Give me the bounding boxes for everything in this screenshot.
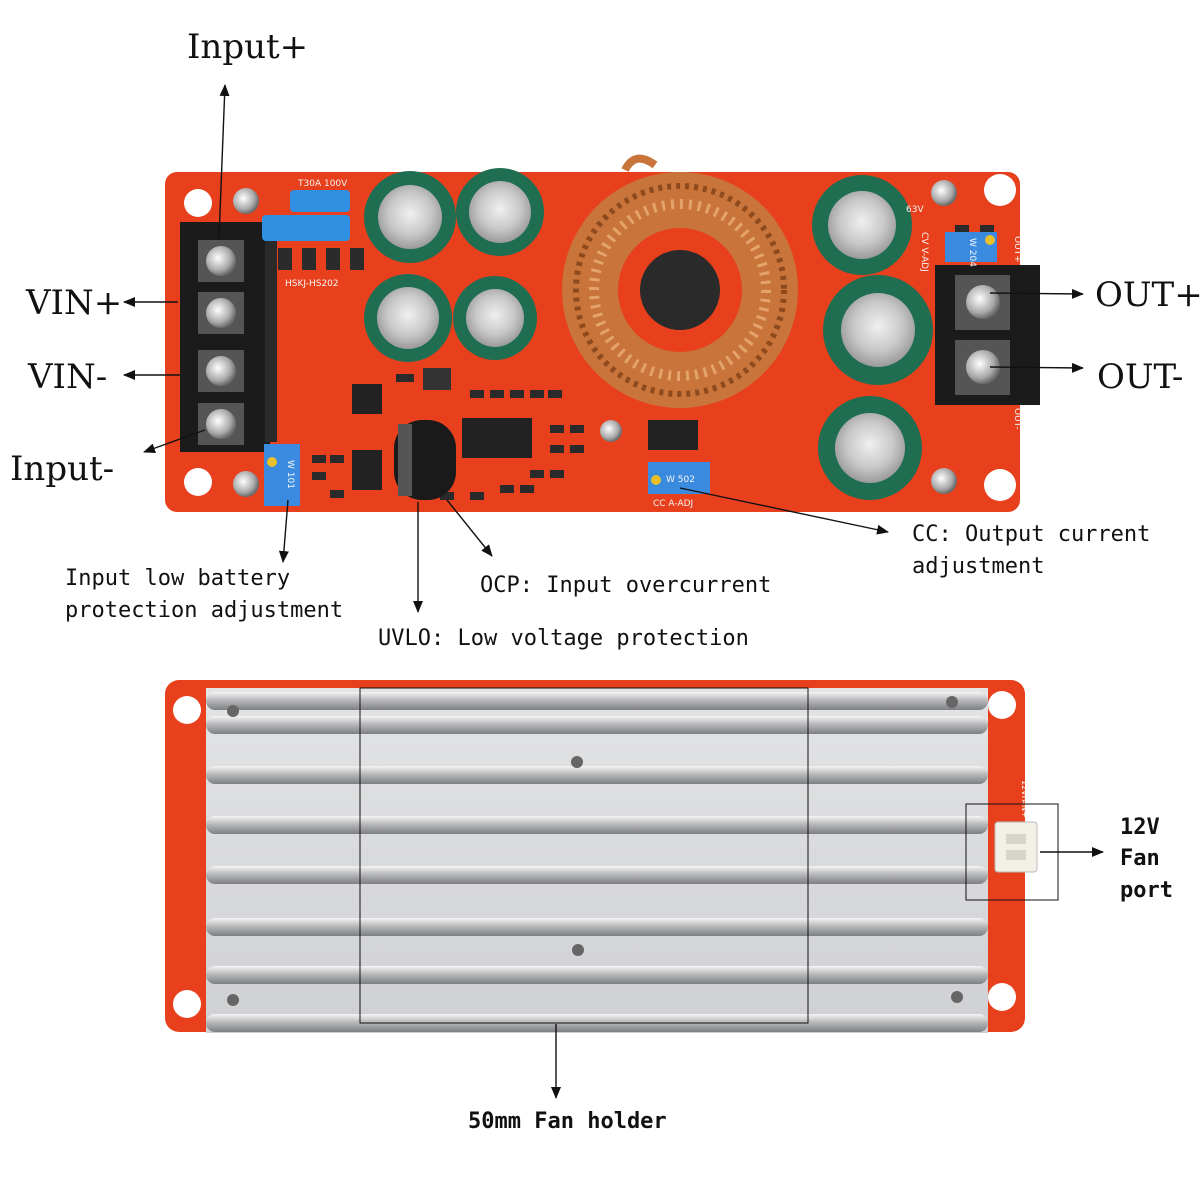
ic-chip bbox=[462, 418, 532, 458]
ic-chip bbox=[648, 420, 698, 450]
mounting-hole bbox=[988, 691, 1016, 719]
top-board: T30A 100V HSKJ-HS202 63V bbox=[165, 154, 1040, 512]
svg-text:CV V-ADJ: CV V-ADJ bbox=[919, 232, 929, 272]
label-ocp: OCP: Input overcurrent bbox=[480, 573, 771, 598]
label-out-plus: OUT+ bbox=[1095, 275, 1200, 315]
ic-chip bbox=[352, 450, 382, 490]
label-vin-plus: VIN+ bbox=[25, 283, 122, 323]
label-cc-1: CC: Output current bbox=[912, 522, 1150, 547]
label-out-minus: OUT- bbox=[1097, 357, 1183, 397]
capacitor bbox=[823, 275, 933, 385]
label-input-minus: Input- bbox=[10, 449, 114, 489]
heatsink-fins bbox=[206, 692, 988, 1032]
callout-arrows bbox=[123, 84, 1104, 1099]
label-low-battery-2: protection adjustment bbox=[65, 598, 343, 623]
mounting-hole bbox=[988, 983, 1016, 1011]
screw-icon bbox=[946, 696, 958, 708]
out-minus-silk: OUT- bbox=[1012, 408, 1022, 430]
out-plus-silk: OUT+ bbox=[1012, 236, 1022, 263]
screw-icon bbox=[951, 991, 963, 1003]
smd-components bbox=[312, 225, 994, 500]
fuse bbox=[290, 190, 350, 212]
label-uvlo: UVLO: Low voltage protection bbox=[378, 626, 749, 651]
label-cc-2: adjustment bbox=[912, 554, 1044, 579]
label-input-plus: Input+ bbox=[187, 27, 308, 67]
screw-icon bbox=[227, 994, 239, 1006]
fuse-silk: T30A 100V bbox=[297, 179, 348, 189]
fuse bbox=[262, 215, 350, 241]
potentiometer-low-battery: W 101 bbox=[264, 444, 300, 506]
svg-text:W 101: W 101 bbox=[285, 460, 295, 489]
mounting-hole bbox=[184, 468, 212, 496]
toroid-inductor bbox=[562, 154, 798, 408]
label-fan-port-3: port bbox=[1120, 878, 1173, 903]
label-low-battery-1: Input low battery bbox=[65, 566, 290, 591]
svg-text:W 502: W 502 bbox=[666, 475, 695, 485]
label-fan-port-2: Fan bbox=[1120, 846, 1160, 871]
mosfet-row bbox=[278, 248, 364, 270]
capacitor bbox=[812, 175, 912, 275]
mounting-hole bbox=[984, 469, 1016, 501]
bottom-board: 12VFAN+ bbox=[165, 680, 1059, 1033]
screw-icon bbox=[931, 468, 957, 494]
label-fan-holder: 50mm Fan holder bbox=[468, 1109, 667, 1134]
capacitor bbox=[364, 171, 456, 263]
capacitor bbox=[364, 274, 452, 362]
capacitor bbox=[453, 276, 537, 360]
screw-icon bbox=[233, 188, 259, 214]
mounting-hole bbox=[184, 189, 212, 217]
callout-labels: Input+ VIN+ VIN- Input- OUT+ OUT- Input … bbox=[10, 27, 1200, 1134]
fan-holder-frame bbox=[359, 687, 809, 1024]
screw-icon bbox=[931, 180, 957, 206]
ic-chip bbox=[352, 384, 382, 414]
mounting-hole bbox=[984, 174, 1016, 206]
output-terminal-block bbox=[935, 265, 1040, 405]
fan-connector: 12VFAN+ bbox=[994, 780, 1038, 873]
svg-text:W 204: W 204 bbox=[967, 238, 977, 267]
inductor-small bbox=[423, 368, 451, 390]
capacitor bbox=[394, 420, 456, 500]
input-terminal-block bbox=[180, 222, 277, 452]
svg-text:CC A-ADJ: CC A-ADJ bbox=[653, 499, 693, 509]
screw-icon bbox=[227, 705, 239, 717]
potentiometer-cv: CV V-ADJ W 204 bbox=[919, 232, 997, 272]
label-vin-minus: VIN- bbox=[27, 357, 107, 397]
capacitor bbox=[456, 168, 544, 256]
screw-icon bbox=[233, 471, 259, 497]
screw-icon bbox=[571, 756, 583, 768]
mounting-hole bbox=[173, 990, 201, 1018]
potentiometer-cc: W 502 CC A-ADJ bbox=[648, 462, 710, 509]
fan-pad-silk: 12VFAN+ bbox=[1020, 780, 1029, 818]
capacitor bbox=[818, 396, 922, 500]
screw-icon bbox=[572, 944, 584, 956]
model-silk: HSKJ-HS202 bbox=[285, 279, 339, 289]
cap-silk: 63V bbox=[906, 205, 924, 215]
label-fan-port-1: 12V bbox=[1120, 815, 1160, 840]
mounting-hole bbox=[173, 696, 201, 724]
screw-icon bbox=[600, 420, 622, 442]
